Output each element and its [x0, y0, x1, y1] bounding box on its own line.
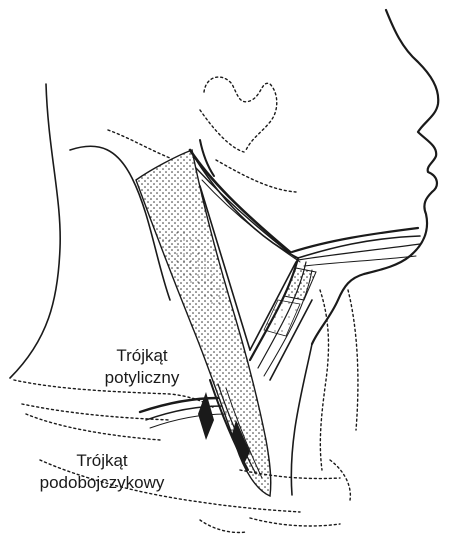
- label-subclavian-line1: Trójkąt: [22, 450, 182, 472]
- label-occipital-triangle: Trójkąt potyliczny: [88, 345, 196, 389]
- label-occipital-line2: potyliczny: [88, 367, 196, 389]
- label-occipital-line1: Trójkąt: [88, 345, 196, 367]
- face-profile: [312, 10, 438, 344]
- label-subclavian-triangle: Trójkąt podobojczykowy: [22, 450, 182, 494]
- sternocleidomastoid-muscle: [136, 150, 271, 496]
- label-subclavian-line2: podobojczykowy: [22, 472, 182, 494]
- digastric-muscle: [190, 150, 420, 266]
